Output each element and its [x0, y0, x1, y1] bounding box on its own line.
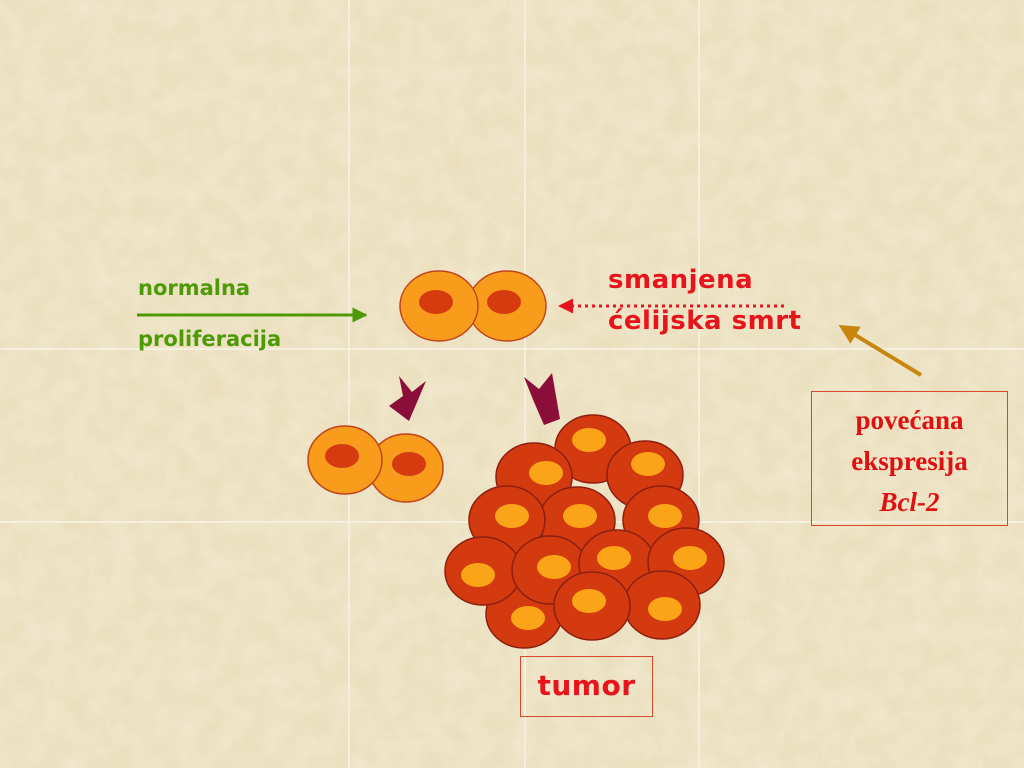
- label-reduced-line1: smanjena: [608, 265, 754, 295]
- tumor-cell-nucleus: [511, 606, 545, 630]
- tumor-cell-nucleus: [597, 546, 631, 570]
- tumor-cell-nucleus: [572, 428, 606, 452]
- normal-cell-pair: [307, 425, 444, 503]
- bcl2-expression-box: [811, 391, 1008, 526]
- tumor-cell-nucleus: [461, 563, 495, 587]
- tumor-cluster: [444, 414, 725, 649]
- tumor-cell-nucleus: [563, 504, 597, 528]
- left-division-arrow: [389, 376, 426, 421]
- label-reduced-line2: ćelijska smrt: [608, 306, 802, 336]
- right-division-arrow: [524, 373, 560, 425]
- label-normal-line1: normalna: [138, 276, 251, 300]
- cell-nucleus: [419, 290, 453, 314]
- tumor-cell-nucleus: [648, 597, 682, 621]
- tumor-cell-nucleus: [529, 461, 563, 485]
- tumor-label-box: [520, 656, 653, 717]
- label-normal-line2: proliferacija: [138, 327, 282, 351]
- label-bcl2-line1: povećana: [855, 405, 964, 435]
- tumor-cell-nucleus: [673, 546, 707, 570]
- label-bcl2-line3: Bcl-2: [879, 487, 940, 517]
- tumor-cell-nucleus: [648, 504, 682, 528]
- dividing-cell-pair: [399, 270, 547, 342]
- tumor-cell-nucleus: [631, 452, 665, 476]
- tumor-cell-nucleus: [572, 589, 606, 613]
- tumor-cell-nucleus: [537, 555, 571, 579]
- tumor-cell-nucleus: [495, 504, 529, 528]
- label-tumor: tumor: [537, 669, 636, 702]
- label-bcl2-line2: ekspresija: [851, 446, 968, 476]
- cell-nucleus: [392, 452, 426, 476]
- bcl2-arrow: [838, 324, 923, 377]
- cell-nucleus: [487, 290, 521, 314]
- cell-nucleus: [325, 444, 359, 468]
